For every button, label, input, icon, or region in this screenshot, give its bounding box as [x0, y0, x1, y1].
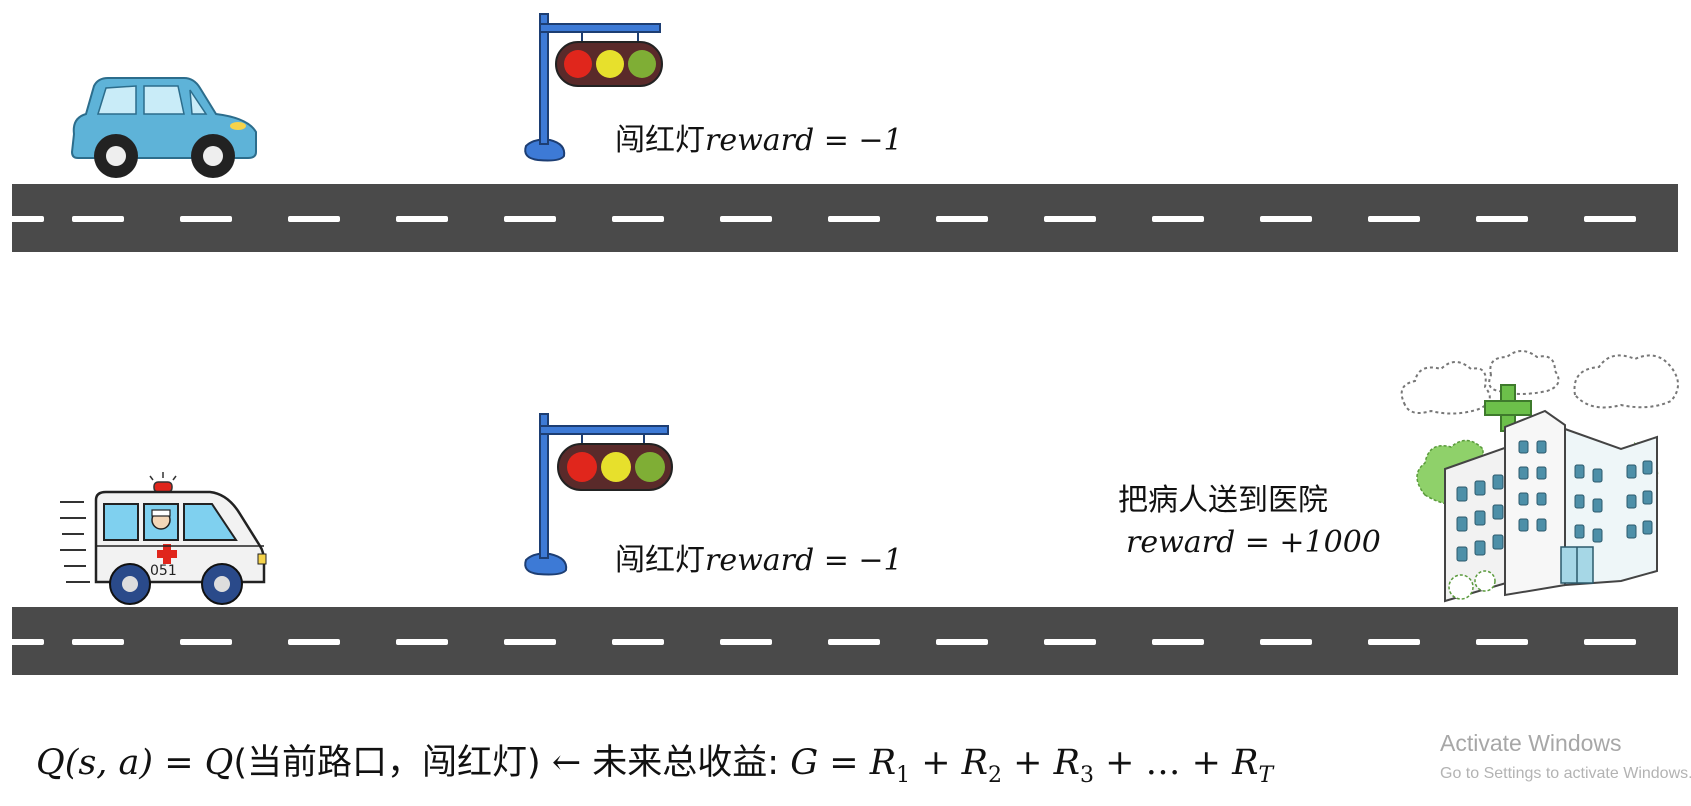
q-lhs: Q(s, a) [36, 743, 154, 783]
q-value-formula: Q(s, a) = Q(当前路口，闯红灯) ← 未来总收益: G = R1 + … [36, 743, 1274, 788]
update-arrow: ← [540, 743, 593, 783]
q-rhs-args: (当前路口，闯红灯) [233, 743, 541, 783]
ambulance-number: 051 [150, 563, 177, 579]
activate-windows-hint: Go to Settings to activate Windows. [1440, 765, 1691, 782]
ambulance-illustration: 051 [60, 470, 270, 610]
hospital-goal-label: 把病人送到医院 reward = +1000 [1118, 475, 1381, 560]
road-bottom [12, 607, 1678, 675]
hospital-goal-reward: reward = +1000 [1126, 525, 1381, 560]
activate-windows-watermark: Activate Windows [1440, 730, 1622, 756]
future-return-label: 未来总收益: [592, 743, 791, 783]
road-top [12, 184, 1678, 252]
car-illustration [66, 74, 261, 179]
traffic-light-sign [520, 410, 680, 580]
hospital-goal-text: 把病人送到医院 [1118, 483, 1328, 518]
hospital-illustration [1395, 345, 1681, 610]
traffic-light-sign [520, 10, 670, 165]
red-light-penalty-label-bottom: 闯红灯reward = −1 [615, 543, 903, 578]
red-light-penalty-label-top: 闯红灯reward = −1 [615, 123, 903, 158]
